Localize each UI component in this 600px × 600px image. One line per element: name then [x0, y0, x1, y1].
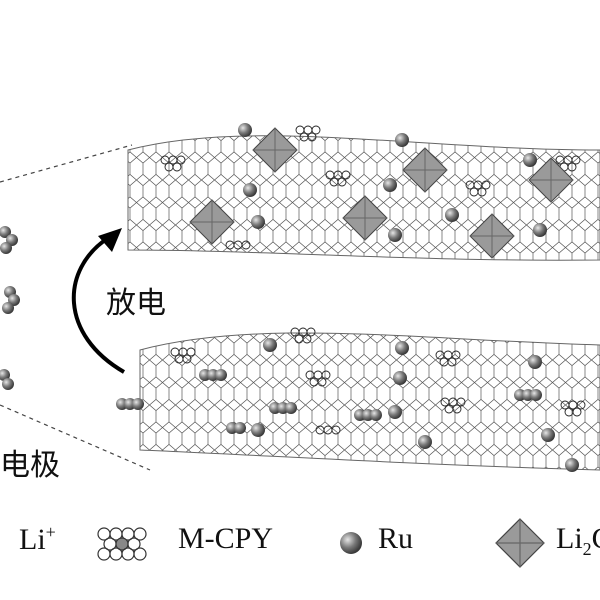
- zoom-guide-lines: [0, 144, 151, 471]
- legend-li-label: Li+: [19, 522, 56, 556]
- ru-particles-lower: [251, 338, 579, 472]
- zoom-guide-lower: [0, 404, 151, 471]
- legend-mcpy-icon: [97, 527, 147, 561]
- discharged-nanotube: [127, 123, 600, 261]
- discharge-label: 放电: [106, 286, 166, 321]
- charged-nanotube: [116, 327, 600, 472]
- legend-mcpy-label: M-CPY: [178, 522, 274, 555]
- electrode-particles: [0, 226, 20, 390]
- li2c-octahedra: [189, 127, 574, 259]
- legend-icons: [97, 518, 545, 568]
- discharge-arrow: [71, 228, 126, 374]
- electrode-label: 电极: [0, 448, 60, 483]
- ru-particles-upper: [238, 123, 547, 242]
- legend-li2c-label: Li2C: [556, 522, 600, 559]
- li-ion-stacks: [116, 369, 542, 434]
- legend-li2c-icon: [495, 518, 545, 568]
- zoom-guide-upper: [0, 144, 133, 183]
- legend-ru-icon: [340, 532, 362, 554]
- legend-ru-label: Ru: [378, 522, 414, 555]
